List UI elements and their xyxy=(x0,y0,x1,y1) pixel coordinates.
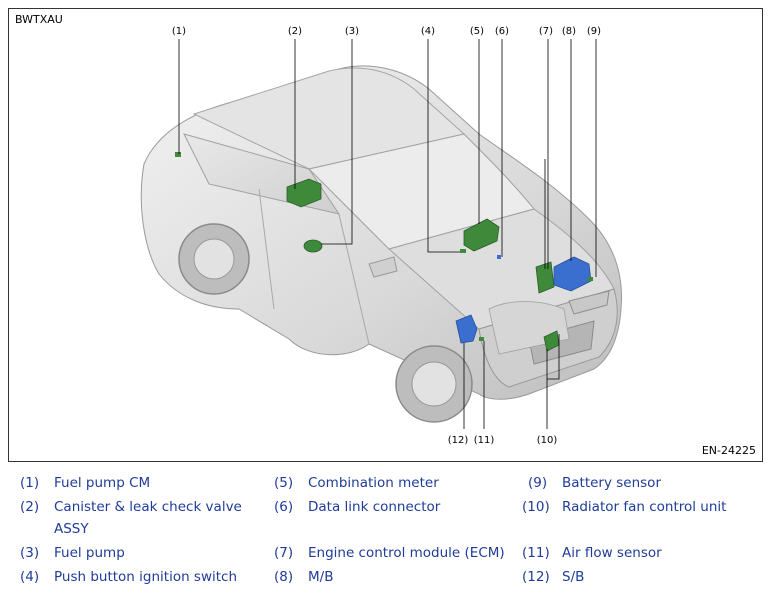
legend-number: (8) xyxy=(274,569,294,585)
legend-label: Fuel pump xyxy=(54,545,125,561)
legend-label: Radiator fan control unit xyxy=(562,499,727,515)
callout-labels: (1) (2) (3) (4) (5) (6) (7) (8) (9) (10)… xyxy=(172,26,601,446)
car-body xyxy=(140,65,622,423)
vehicle-illustration: (1) (2) (3) (4) (5) (6) (7) (8) (9) (10)… xyxy=(140,26,622,446)
legend-number: (1) xyxy=(20,475,40,491)
figure-code: BWTXAU xyxy=(15,13,63,26)
legend-item-1: (1) Fuel pump CM xyxy=(20,472,150,494)
callout-5: (5) xyxy=(470,26,484,37)
legend-item-8: (8) M/B xyxy=(274,566,333,588)
legend-number: (12) xyxy=(522,569,550,585)
legend-label: M/B xyxy=(308,569,334,585)
legend-label: Engine control module (ECM) xyxy=(308,545,505,561)
canister-marker xyxy=(286,178,322,208)
legend-item-4: (4) Push button ignition switch xyxy=(20,566,237,588)
legend-label: Fuel pump CM xyxy=(54,475,151,491)
legend-item-10: (10) Radiator fan control unit xyxy=(522,496,726,518)
ecm-marker xyxy=(535,261,555,294)
legend-item-6: (6) Data link connector xyxy=(274,496,440,518)
callout-10: (10) xyxy=(537,435,558,446)
combination-meter-marker xyxy=(463,218,500,252)
legend-label: Combination meter xyxy=(308,475,439,491)
legend-number: (9) xyxy=(528,475,548,491)
legend-item-7: (7) Engine control module (ECM) xyxy=(274,542,505,564)
legend-item-2: (2) Canister & leak check valve ASSY xyxy=(20,496,242,537)
legend-label: Canister & leak check valve ASSY xyxy=(54,499,242,537)
legend-label: S/B xyxy=(562,569,585,585)
callout-8: (8) xyxy=(562,26,576,37)
legend-item-3: (3) Fuel pump xyxy=(20,542,125,564)
legend-number: (11) xyxy=(522,545,550,561)
callout-7: (7) xyxy=(539,26,553,37)
legend-item-5: (5) Combination meter xyxy=(274,472,439,494)
component-location-figure: BWTXAU xyxy=(8,8,763,462)
air-flow-sensor-marker xyxy=(479,337,484,341)
legend-number: (2) xyxy=(20,499,40,515)
callout-9: (9) xyxy=(587,26,601,37)
legend-label: Push button ignition switch xyxy=(54,569,238,585)
legend-number: (5) xyxy=(274,475,294,491)
legend-label: Air flow sensor xyxy=(562,545,662,561)
legend-number: (10) xyxy=(522,499,550,515)
legend-item-11: (11) Air flow sensor xyxy=(522,542,662,564)
legend-item-12: (12) S/B xyxy=(522,566,584,588)
legend-number: (7) xyxy=(274,545,294,561)
sb-marker xyxy=(455,314,478,344)
leader-lines xyxy=(178,39,597,429)
legend-number: (4) xyxy=(20,569,40,585)
legend-label: Data link connector xyxy=(308,499,441,515)
legend-item-9: (9) Battery sensor xyxy=(528,472,661,494)
callout-11: (11) xyxy=(474,435,495,446)
fuel-pump-cm-marker xyxy=(175,152,181,157)
fuel-pump-marker xyxy=(303,239,323,253)
callout-12: (12) xyxy=(448,435,469,446)
legend-label: Battery sensor xyxy=(562,475,661,491)
callout-1: (1) xyxy=(172,26,186,37)
callout-4: (4) xyxy=(421,26,435,37)
legend-number: (6) xyxy=(274,499,294,515)
component-markers xyxy=(175,152,593,352)
callout-6: (6) xyxy=(495,26,509,37)
figure-reference: EN-24225 xyxy=(701,444,756,457)
legend-number: (3) xyxy=(20,545,40,561)
data-link-connector-marker xyxy=(497,255,501,259)
callout-2: (2) xyxy=(288,26,302,37)
ignition-switch-marker xyxy=(460,249,466,253)
callout-3: (3) xyxy=(345,26,359,37)
battery-sensor-marker xyxy=(587,277,593,281)
